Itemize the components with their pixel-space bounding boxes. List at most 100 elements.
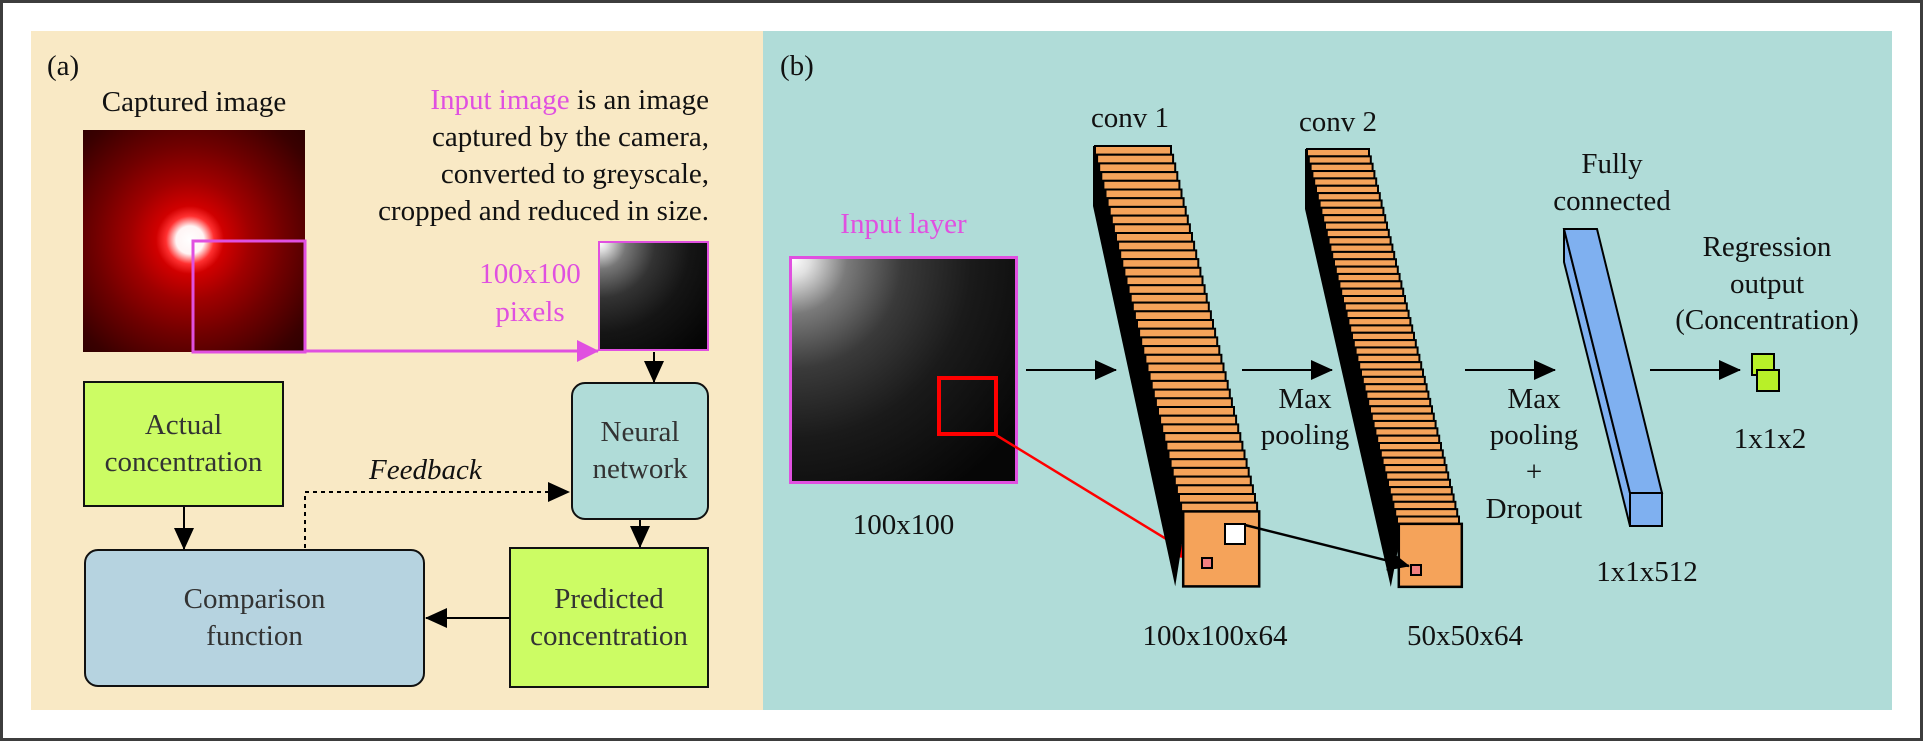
actual-line-1: Actual bbox=[144, 409, 223, 441]
captured-image-title: Captured image bbox=[101, 86, 287, 118]
conv1-slice bbox=[1125, 275, 1204, 287]
conv2-slice bbox=[1363, 383, 1428, 393]
conv1-slice bbox=[1173, 475, 1252, 487]
conv1-slice bbox=[1098, 162, 1177, 174]
conv2-slice bbox=[1381, 456, 1446, 467]
conv2-slice bbox=[1333, 258, 1397, 268]
comparison-line-2: function bbox=[206, 620, 303, 652]
conv2-slice bbox=[1360, 368, 1424, 378]
pool2-line-4: Dropout bbox=[1485, 493, 1583, 525]
conv2-slice bbox=[1388, 486, 1453, 496]
description-line-1-rest: is an image bbox=[569, 84, 709, 116]
conv1-feature-maps bbox=[1093, 145, 1261, 588]
crop-size-line-2: pixels bbox=[495, 296, 565, 328]
output-title-line-2: output bbox=[1729, 268, 1805, 300]
output-size: 1x1x2 bbox=[1733, 423, 1807, 455]
conv1-slice bbox=[1108, 205, 1187, 217]
conv2-slice bbox=[1311, 170, 1376, 180]
conv2-slice bbox=[1345, 309, 1410, 320]
fc-size: 1x1x512 bbox=[1596, 556, 1698, 588]
conv2-slice bbox=[1356, 353, 1421, 364]
conv2-slice bbox=[1331, 250, 1396, 261]
conv2-slice bbox=[1313, 177, 1378, 187]
panel-a-label: (a) bbox=[47, 50, 80, 82]
output-title-line-3: (Concentration) bbox=[1675, 304, 1859, 336]
actual-line-2: concentration bbox=[104, 446, 263, 478]
conv2-shadow bbox=[1305, 149, 1403, 587]
conv1-slice bbox=[1140, 336, 1219, 348]
conv1-slice bbox=[1136, 319, 1214, 330]
predicted-line-1: Predicted bbox=[554, 582, 664, 615]
fully-connected-layer bbox=[1562, 228, 1664, 527]
conv1-slice bbox=[1110, 214, 1189, 226]
conv2-slice bbox=[1383, 464, 1448, 474]
input-layer-image bbox=[789, 256, 1018, 484]
conv2-slice bbox=[1307, 155, 1372, 165]
feedback-dotted-arrow bbox=[304, 482, 570, 548]
conv2-feature-maps bbox=[1305, 148, 1464, 589]
conv1-slice bbox=[1112, 223, 1191, 235]
conv2-slice bbox=[1367, 397, 1432, 408]
greyscale-input-image bbox=[598, 241, 709, 351]
conv2-slice bbox=[1349, 324, 1414, 334]
conv1-slice bbox=[1106, 197, 1185, 208]
conv1-slice bbox=[1102, 179, 1181, 191]
conv2-slice bbox=[1329, 243, 1394, 253]
conv2-slice bbox=[1385, 471, 1450, 481]
conv2-slice bbox=[1324, 221, 1388, 231]
conv1-front-map bbox=[1181, 510, 1261, 588]
crop-region-box bbox=[191, 239, 307, 354]
conv1-title: conv 1 bbox=[1090, 102, 1170, 134]
fc-front-face bbox=[1629, 492, 1663, 527]
conv1-slice bbox=[1175, 484, 1254, 495]
conv2-slice bbox=[1343, 302, 1408, 312]
pool2-line-1: Max bbox=[1507, 383, 1561, 415]
pool2-line-2: pooling bbox=[1489, 419, 1579, 451]
conv2-slice bbox=[1374, 427, 1439, 437]
fc-title-line-2: connected bbox=[1553, 185, 1671, 217]
conv1-slice bbox=[1129, 292, 1208, 304]
crop-size-line-1: 100x100 bbox=[479, 258, 581, 290]
conv1-slice bbox=[1121, 258, 1200, 269]
output-title-line-1: Regression bbox=[1702, 231, 1832, 263]
pool1-line-1: Max bbox=[1278, 383, 1332, 415]
conv1-slice bbox=[1167, 449, 1246, 461]
conv2-slice bbox=[1352, 339, 1417, 349]
conv1-slice bbox=[1146, 362, 1225, 374]
conv1-slice bbox=[1100, 171, 1179, 182]
conv1-output-pixel bbox=[1201, 557, 1213, 569]
conv1-slice bbox=[1154, 397, 1233, 408]
conv2-slice bbox=[1309, 162, 1374, 173]
conv1-slice bbox=[1148, 371, 1227, 382]
conv2-slice bbox=[1361, 375, 1426, 386]
conv2-slice bbox=[1327, 236, 1392, 246]
conv2-slice bbox=[1318, 199, 1383, 209]
panel-b-label: (b) bbox=[780, 50, 814, 82]
conv2-slice bbox=[1306, 148, 1370, 158]
conv2-slice bbox=[1334, 265, 1399, 275]
conv2-slice bbox=[1376, 434, 1441, 444]
conv2-slice bbox=[1347, 317, 1412, 327]
conv2-slice bbox=[1336, 272, 1401, 283]
conv1-slice bbox=[1171, 466, 1250, 478]
conv2-slice bbox=[1340, 287, 1405, 297]
pool2-line-3: + bbox=[1525, 456, 1543, 488]
description-line-3: converted to greyscale, bbox=[440, 158, 709, 190]
conv2-slice bbox=[1316, 192, 1381, 202]
conv2-slice bbox=[1379, 449, 1444, 459]
conv1-slice bbox=[1117, 240, 1196, 252]
actual-concentration-box: Actual concentration bbox=[83, 381, 284, 507]
conv1-slice bbox=[1119, 249, 1198, 261]
conv2-slice bbox=[1387, 478, 1451, 489]
conv1-slice bbox=[1115, 232, 1193, 243]
conv1-slice bbox=[1133, 310, 1212, 321]
conv1-size: 100x100x64 bbox=[1142, 620, 1288, 652]
conv1-slice bbox=[1150, 379, 1229, 391]
conv1-slice bbox=[1127, 284, 1206, 295]
conv2-slice bbox=[1369, 405, 1433, 415]
neural-line-2: network bbox=[592, 453, 688, 485]
